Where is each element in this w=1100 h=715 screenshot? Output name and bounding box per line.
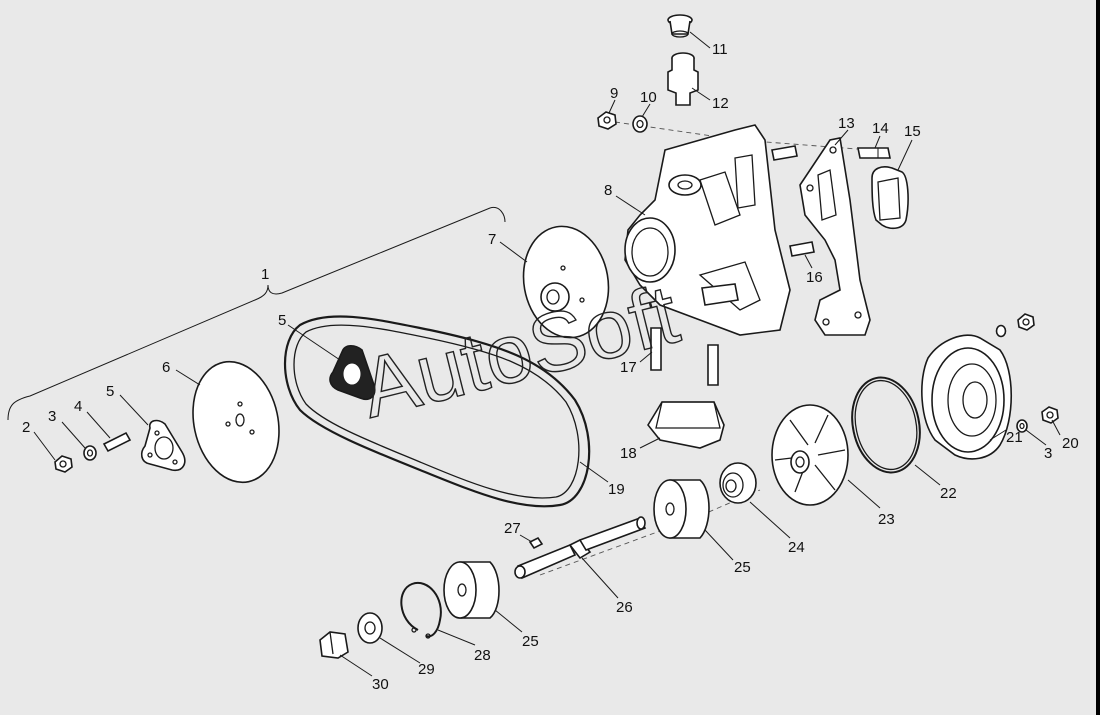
callout-12: 12	[712, 95, 729, 112]
callout-13: 13	[838, 115, 855, 132]
part-pump-housing-8	[624, 124, 791, 336]
part-nut-2	[54, 455, 73, 473]
part-pins-17	[650, 283, 739, 386]
part-washer-10	[632, 115, 648, 133]
part-bearing-25-lower	[443, 561, 500, 619]
assembly-line-shaft	[539, 489, 761, 576]
callout-24: 24	[788, 539, 805, 556]
callout-20: 20	[1062, 435, 1079, 452]
part-stud-4	[102, 431, 132, 453]
callout-1: 1	[261, 266, 269, 283]
part-nut-20	[1041, 406, 1059, 424]
part-fitting-12	[667, 52, 699, 106]
part-pin-14	[857, 147, 891, 159]
right-edge-border	[1096, 0, 1100, 715]
part-pulley-7	[522, 225, 610, 339]
callout-22: 22	[940, 485, 957, 502]
callout-14: 14	[872, 120, 889, 137]
part-key-27	[528, 536, 544, 550]
part-pins-16	[771, 145, 815, 257]
callout-8: 8	[604, 182, 612, 199]
callout-3-left: 3	[48, 408, 56, 425]
callout-30: 30	[372, 676, 389, 693]
callout-17: 17	[620, 359, 637, 376]
callout-3-right: 3	[1044, 445, 1052, 462]
callout-9: 9	[610, 85, 618, 102]
callout-25-upper: 25	[734, 559, 751, 576]
callout-10: 10	[640, 89, 657, 106]
part-nut-30	[319, 631, 349, 659]
callout-2: 2	[22, 419, 30, 436]
callout-15: 15	[904, 123, 921, 140]
part-cap-11	[667, 14, 693, 38]
part-washer-3-right	[1016, 419, 1028, 433]
part-cover-18	[647, 401, 725, 449]
leader-lines	[33, 31, 1061, 677]
callout-26: 26	[616, 599, 633, 616]
watermark-text: AutoSoft	[352, 266, 687, 435]
callout-25-lower: 25	[522, 633, 539, 650]
part-gasket-13	[799, 137, 871, 336]
callout-27: 27	[504, 520, 521, 537]
part-nut-9	[597, 111, 617, 130]
callout-23: 23	[878, 511, 895, 528]
part-nut-right-upper	[995, 313, 1035, 338]
part-belt-19	[284, 315, 591, 508]
part-flange-cover-21	[921, 334, 1012, 460]
part-seal-24	[719, 462, 757, 504]
part-shaft-26	[514, 516, 647, 580]
part-flange-5-upper	[329, 344, 376, 401]
part-bearing-25-upper	[653, 479, 710, 539]
callout-29: 29	[418, 661, 435, 678]
part-flange-5	[140, 419, 186, 472]
callout-28: 28	[474, 647, 491, 664]
part-circlip-28	[400, 581, 442, 639]
callout-21: 21	[1006, 429, 1023, 446]
part-cover-15	[871, 166, 909, 230]
callout-11: 11	[712, 41, 728, 58]
callout-19: 19	[608, 481, 625, 498]
callout-4: 4	[74, 398, 82, 415]
callout-labels: 1 2 3 4 5 6 5 7 8 9 10 11 12 13 14 15 16…	[22, 41, 1079, 693]
callout-6: 6	[162, 359, 170, 376]
part-washer-3	[83, 445, 97, 461]
part-washer-29	[357, 612, 383, 644]
callout-5-left: 5	[106, 383, 114, 400]
callout-18: 18	[620, 445, 637, 462]
part-impeller-23	[771, 404, 849, 506]
callout-5-belt: 5	[278, 312, 286, 329]
callout-16: 16	[806, 269, 823, 286]
callout-7: 7	[488, 231, 496, 248]
part-oring-22	[851, 376, 921, 474]
group-bracket	[7, 206, 506, 421]
part-disc-6	[192, 360, 280, 484]
